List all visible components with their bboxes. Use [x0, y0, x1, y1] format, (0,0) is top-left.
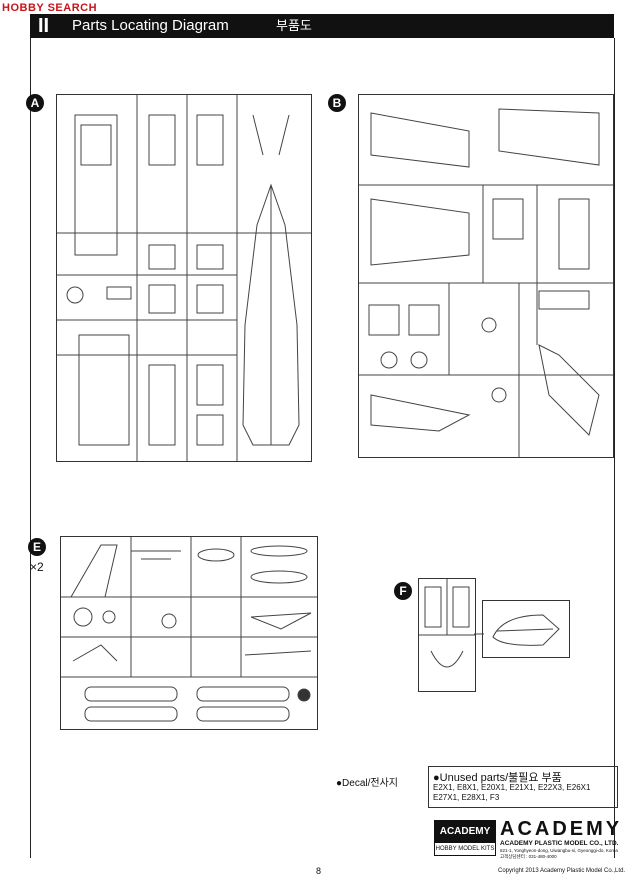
sprue-f-canopy-part [492, 614, 560, 646]
watermark: HOBBY SEARCH [2, 2, 98, 14]
copyright: Copyright 2013 Academy Plastic Model Co.… [498, 868, 626, 874]
academy-wordmark: ACADEMY [500, 818, 623, 840]
page-border-left [30, 38, 31, 858]
academy-logo-subtext: HOBBY MODEL KITS [435, 846, 495, 852]
step-number: II [38, 15, 50, 37]
page-title-korean: 부품도 [276, 18, 312, 33]
sprue-f-frame-small [418, 578, 476, 692]
page-border-right [614, 38, 615, 858]
company-address: 621-1, Yonghyeon-dong, Uiwangbu-si, Gyeo… [500, 848, 618, 859]
sprue-a-parts [57, 95, 311, 461]
academy-logo-text: ACADEMY [435, 821, 495, 843]
sprue-e-parts [61, 537, 317, 722]
page-number: 8 [316, 866, 322, 876]
sprue-e-multiplier: ×2 [30, 560, 44, 574]
sprue-f-frame-canopy [482, 600, 570, 658]
sprue-e-badge: E [28, 538, 46, 556]
section-header: II Parts Locating Diagram 부품도 [30, 14, 614, 38]
sprue-f-small-parts [419, 579, 475, 668]
academy-logo: ACADEMY HOBBY MODEL KITS [434, 820, 496, 856]
sprue-e-frame [60, 536, 318, 730]
unused-parts-box: ●Unused parts/불필요 부품 E2X1, E8X1, E20X1, … [428, 766, 618, 808]
unused-parts-list: E2X1, E8X1, E20X1, E21X1, E22X3, E26X1 E… [433, 783, 591, 802]
sprue-b-badge: B [328, 94, 346, 112]
sprue-a-badge: A [26, 94, 44, 112]
decal-label: ●Decal/전사지 [336, 778, 398, 789]
sprue-b-frame [358, 94, 614, 458]
unused-parts-heading: ●Unused parts/불필요 부품 [433, 772, 562, 784]
sprue-f-connector [474, 633, 484, 635]
sprue-f-badge: F [394, 582, 412, 600]
sprue-a-frame [56, 94, 312, 462]
company-name: ACADEMY PLASTIC MODEL CO., LTD. [500, 840, 619, 847]
page-title: Parts Locating Diagram [72, 17, 229, 34]
sprue-b-parts [359, 108, 613, 457]
